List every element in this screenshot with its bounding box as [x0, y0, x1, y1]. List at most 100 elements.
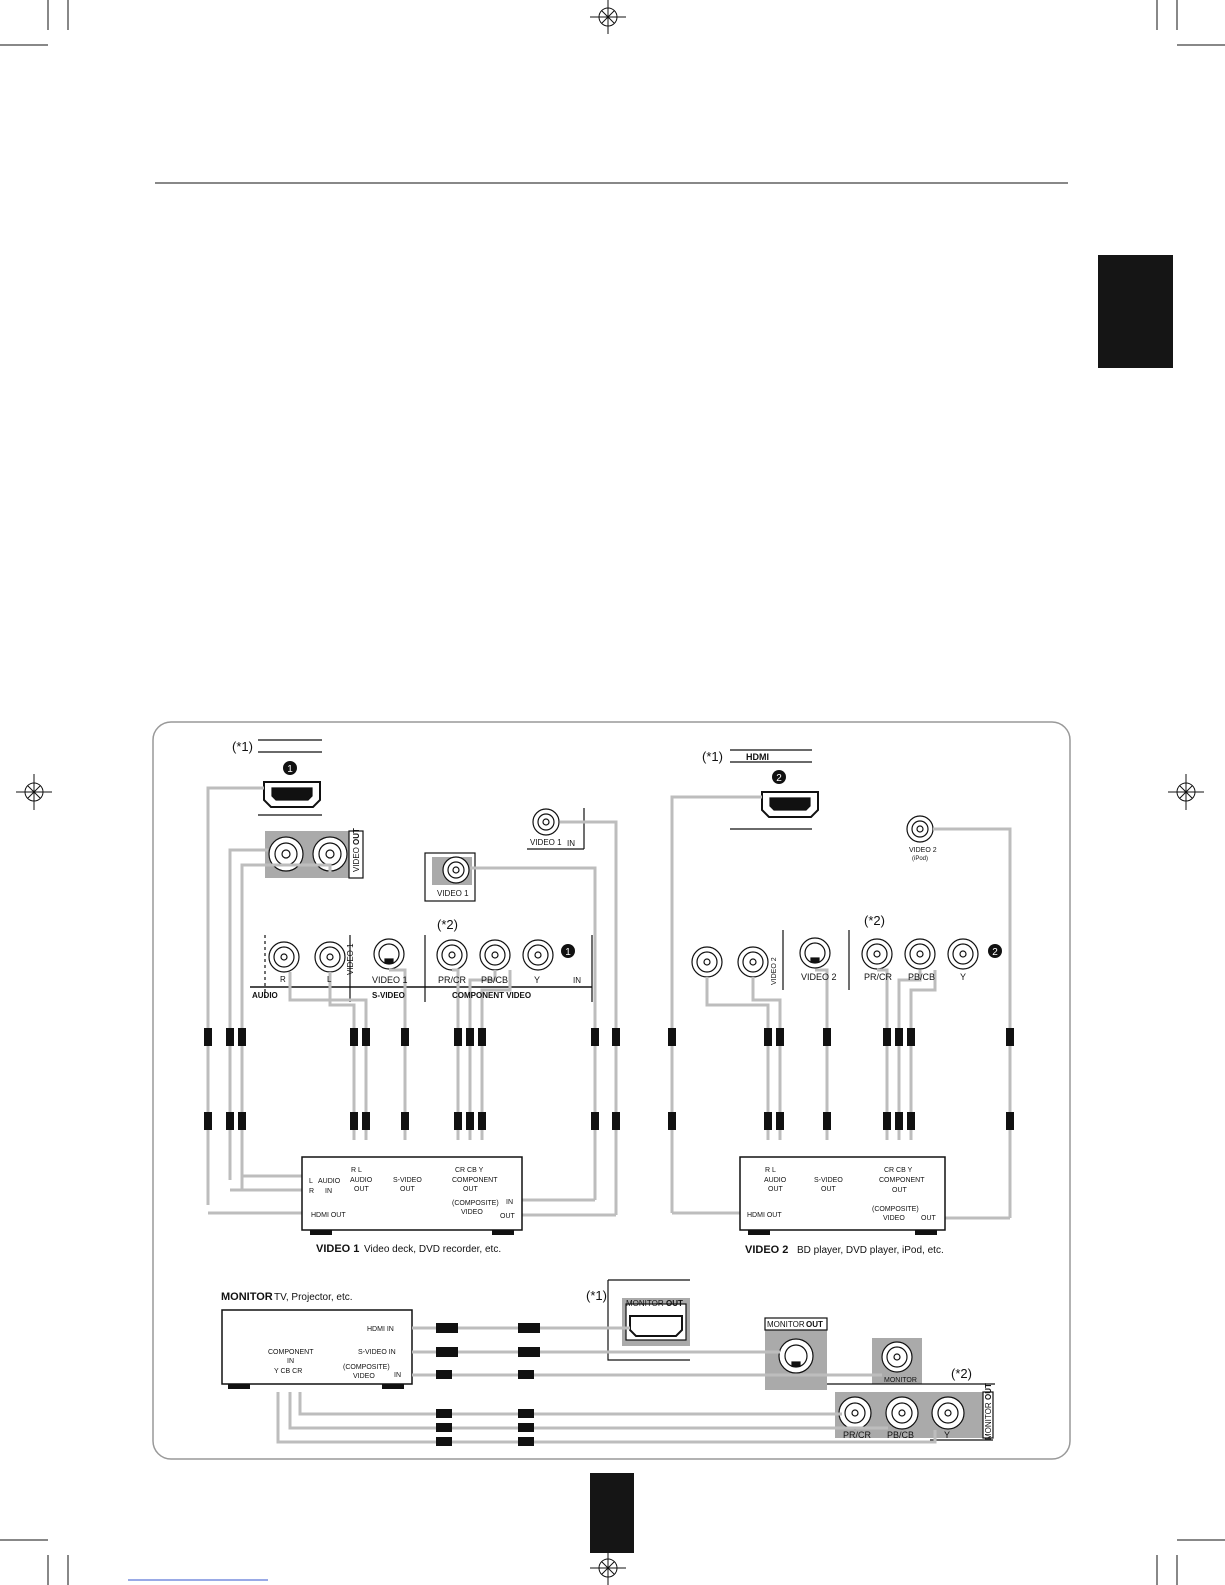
y-label-2: Y [960, 972, 966, 982]
r-label-1: R [280, 975, 286, 984]
monitor-pr: PR/CR [843, 1430, 872, 1440]
section-tab [1098, 255, 1173, 368]
monitor-hdmi-port [629, 1315, 683, 1337]
d1-audio: AUDIO [318, 1178, 341, 1185]
video2-plugs [668, 1028, 1014, 1130]
d1-svideo: S-VIDEO [393, 1177, 422, 1184]
video2-jack-sub: (iPod) [912, 856, 928, 862]
d1-subtitle: Video deck, DVD recorder, etc. [364, 1244, 501, 1255]
d2-composite2: VIDEO [883, 1215, 905, 1222]
d2-out-rl: R L [765, 1167, 776, 1174]
d1-composite: (COMPOSITE) [452, 1200, 499, 1207]
d1-svideo2: OUT [400, 1186, 416, 1193]
video2-ipod-jack [906, 815, 934, 843]
d1-audio-out2: OUT [354, 1186, 370, 1193]
video-out-vertical: VIDEO [352, 847, 361, 872]
d1-in: IN [506, 1199, 513, 1206]
marker-two-hdmi [772, 770, 786, 784]
d1-title: VIDEO 1 [316, 1243, 359, 1255]
video2-cables [670, 795, 1012, 1220]
monitor-in: IN [394, 1372, 401, 1379]
d1-composite2: VIDEO [461, 1209, 483, 1216]
marker-one-comp-label: 1 [565, 947, 571, 958]
video1-cables [206, 786, 618, 1217]
d1-out: OUT [500, 1213, 516, 1220]
d1-comp2: OUT [463, 1186, 479, 1193]
pr-label-1: PR/CR [438, 975, 467, 985]
d2-audio-out: AUDIO [764, 1177, 787, 1184]
d2-hdmi-out: HDMI OUT [747, 1212, 782, 1219]
monitor-svideo-in: S-VIDEO IN [358, 1349, 396, 1356]
svideo-jack-2 [799, 937, 831, 969]
pb-label-2: PB/CB [908, 972, 935, 982]
d1-in-l: L [309, 1178, 313, 1185]
d2-title: VIDEO 2 [745, 1244, 788, 1256]
hdmi-port-2 [761, 791, 819, 818]
panel-vertical-1: VIDEO 1 [346, 943, 355, 975]
video2-device-box [739, 1156, 946, 1231]
audio-bar-label: AUDIO [252, 991, 278, 1000]
monitor-component: COMPONENT [268, 1349, 314, 1356]
video-out-tag: OUT [352, 828, 361, 845]
video1-plugs [204, 1028, 620, 1130]
note-component-2: (*2) [864, 913, 885, 928]
out-tag-svideo: OUT [806, 1320, 823, 1329]
video1-comp-label: VIDEO 1 [437, 889, 469, 898]
marker-two-hdmi-label: 2 [776, 773, 782, 784]
diagram-labels: (*1) 1 VIDEO OUT VIDEO 1 IN VIDEO 1 (*2)… [221, 739, 998, 1440]
monitor-device-box [221, 1309, 413, 1385]
svideo-label-1: VIDEO 1 [372, 975, 408, 985]
svideo-bar-label: S-VIDEO [372, 991, 405, 1000]
marker-one-hdmi [283, 761, 297, 775]
monitor-vertical-out: OUT [984, 1383, 993, 1400]
monitor-hdmi-in: HDMI IN [367, 1326, 394, 1333]
note-component-monitor: (*2) [951, 1366, 972, 1381]
monitor-composite: (COMPOSITE) [343, 1364, 390, 1371]
pr-label-2: PR/CR [864, 972, 893, 982]
d2-audio-out2: OUT [768, 1186, 784, 1193]
note-hdmi-monitor: (*1) [586, 1288, 607, 1303]
monitor-y: Y [944, 1430, 950, 1440]
video1-in-tag: IN [567, 839, 575, 848]
monitor-subtitle: TV, Projector, etc. [274, 1292, 353, 1303]
in-tag-1: IN [573, 976, 581, 985]
note-hdmi-1: (*1) [232, 739, 253, 754]
note-component-1: (*2) [437, 917, 458, 932]
monitor-tag-hdmi: MONITOR [626, 1299, 664, 1308]
d2-out: OUT [921, 1215, 937, 1222]
video1-composite-jack [442, 856, 470, 884]
d1-audio-out: AUDIO [350, 1177, 373, 1184]
video2-receiver-panels [691, 749, 979, 990]
registration-mark-bottom [590, 1550, 626, 1585]
marker-two-component [988, 944, 1002, 958]
pb-label-1: PB/CB [481, 975, 508, 985]
registration-mark-right [1168, 774, 1204, 810]
component-bar-label: COMPONENT VIDEO [452, 991, 531, 1000]
d1-audio-in: IN [325, 1188, 332, 1195]
monitor-panels [607, 1279, 995, 1441]
monitor-vertical: MONITOR [984, 1402, 993, 1440]
d2-svideo: S-VIDEO [814, 1177, 843, 1184]
svideo-label-2: VIDEO 2 [801, 972, 837, 982]
d1-in-r: R [309, 1188, 314, 1195]
monitor-tag-svideo: MONITOR [767, 1320, 805, 1329]
monitor-pb: PB/CB [887, 1430, 914, 1440]
monitor-cables [276, 1326, 937, 1444]
video2-jack-label: VIDEO 2 [909, 847, 937, 854]
monitor-pins: Y CB CR [274, 1368, 302, 1375]
hdmi-port-1 [263, 781, 321, 808]
monitor-composite-jack [881, 1341, 913, 1373]
out-tag-hdmi: OUT [666, 1299, 683, 1308]
d1-out-rl: R L [351, 1167, 362, 1174]
d2-subtitle: BD player, DVD player, iPod, etc. [797, 1245, 944, 1256]
marker-one-hdmi-label: 1 [287, 764, 293, 775]
registration-mark-top [590, 0, 626, 34]
video1-in-label: VIDEO 1 [530, 838, 562, 847]
video1-receiver-panels [250, 739, 593, 1002]
marker-two-comp-label: 2 [992, 947, 998, 958]
d2-comp: COMPONENT [879, 1177, 925, 1184]
d1-comp: COMPONENT [452, 1177, 498, 1184]
monitor-plugs [436, 1323, 540, 1446]
